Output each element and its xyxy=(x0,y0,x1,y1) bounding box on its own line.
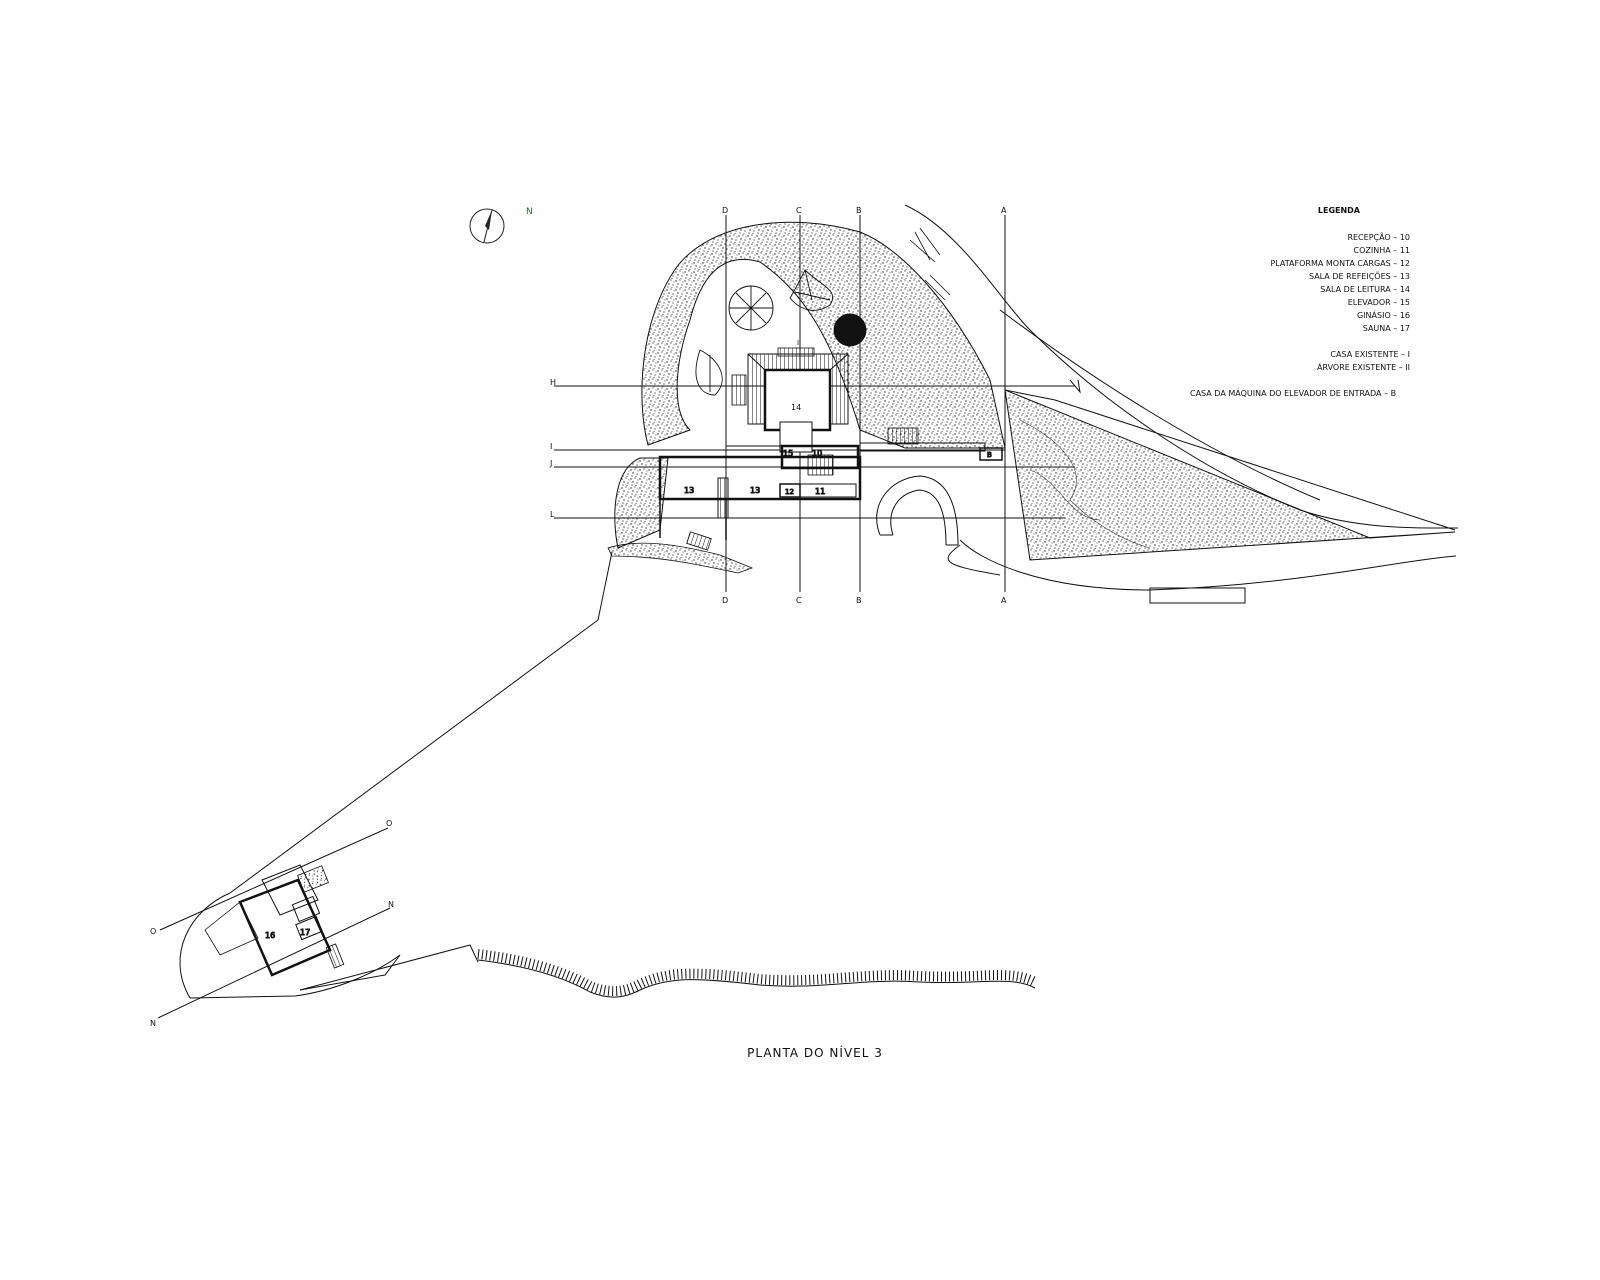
room-13a-label: 13 xyxy=(684,486,694,495)
section-b-bottom: B xyxy=(856,596,862,605)
lower-pavilion: 16 17 xyxy=(204,864,345,977)
section-i: I xyxy=(550,442,552,451)
shoreline-rock-edge xyxy=(477,949,1038,998)
legend-item: CASA EXISTENTE – I xyxy=(1330,350,1410,359)
section-a-top: A xyxy=(1001,206,1007,215)
house-stairs xyxy=(686,374,919,551)
room-17-label: 17 xyxy=(300,928,310,937)
section-a-bottom: A xyxy=(1001,596,1007,605)
legend-title: LEGENDA xyxy=(1317,206,1360,215)
room-10-label: 10 xyxy=(812,449,822,458)
section-labels-horizontal: H I J L xyxy=(549,378,556,519)
plan-title: PLANTA DO NÍVEL 3 xyxy=(747,1046,883,1060)
section-n-right: N xyxy=(388,900,394,909)
machine-room-label: B xyxy=(987,451,992,459)
section-l: L xyxy=(550,510,555,519)
section-h: H xyxy=(550,378,556,387)
legend-item: GINÁSIO – 16 xyxy=(1356,311,1410,320)
legend-spacer xyxy=(1180,335,1420,348)
existing-trees xyxy=(695,269,867,396)
room-12-label: 12 xyxy=(785,488,794,496)
section-j: J xyxy=(549,459,552,468)
legend-item: ÁRVORE EXISTENTE – II xyxy=(1316,363,1410,372)
legend: LEGENDA RECEPÇÃO – 10 COZINHA – 11 PLATA… xyxy=(1180,206,1420,400)
legend-item: ELEVADOR – 15 xyxy=(1347,298,1410,307)
section-d-top: D xyxy=(722,206,728,215)
access-path xyxy=(179,551,613,999)
section-d-bottom: D xyxy=(722,596,728,605)
curved-ramp xyxy=(876,475,959,546)
existing-house: 14 I xyxy=(747,339,849,453)
legend-spacer xyxy=(1180,374,1420,387)
section-lines-lower xyxy=(157,827,391,1019)
section-o-left: O xyxy=(150,927,156,936)
legend-item: PLATAFORMA MONTA CARGAS – 12 xyxy=(1270,259,1410,268)
room-15-label: 15 xyxy=(783,449,793,458)
legend-item: RECEPÇÃO – 10 xyxy=(1347,233,1410,242)
legend-item-machine: CASA DA MÁQUINA DO ELEVADOR DE ENTRADA –… xyxy=(1190,389,1397,398)
legend-item: SALA DE LEITURA – 14 xyxy=(1320,285,1410,294)
legend-item: SALA DE REFEIÇÕES – 13 xyxy=(1308,272,1410,281)
legend-item: SAUNA – 17 xyxy=(1362,324,1410,333)
section-n-left: N xyxy=(150,1019,156,1028)
north-label: N xyxy=(526,207,533,217)
terrace-wedge xyxy=(1004,389,1456,561)
section-b-top: B xyxy=(856,206,862,215)
hill-vegetation xyxy=(909,227,951,301)
section-c-top: C xyxy=(796,206,802,215)
main-building: 15 10 13 13 12 11 B xyxy=(658,442,1003,540)
room-16-label: 16 xyxy=(265,931,275,940)
cliff-edge xyxy=(607,542,754,574)
section-labels-vertical: D C B A D C B A xyxy=(722,206,1007,605)
room-13b-label: 13 xyxy=(750,486,760,495)
road-boundary xyxy=(904,204,1459,604)
north-arrow-icon: N xyxy=(469,207,533,244)
section-c-bottom: C xyxy=(796,596,802,605)
section-labels-lower: O O N N xyxy=(150,819,394,1028)
room-11-label: 11 xyxy=(815,487,825,496)
existing-house-marker: I xyxy=(797,339,799,347)
section-o-right: O xyxy=(386,819,392,828)
legend-item: COZINHA – 11 xyxy=(1353,246,1410,255)
room-14-label: 14 xyxy=(791,403,801,412)
garden-hill xyxy=(614,221,1006,549)
